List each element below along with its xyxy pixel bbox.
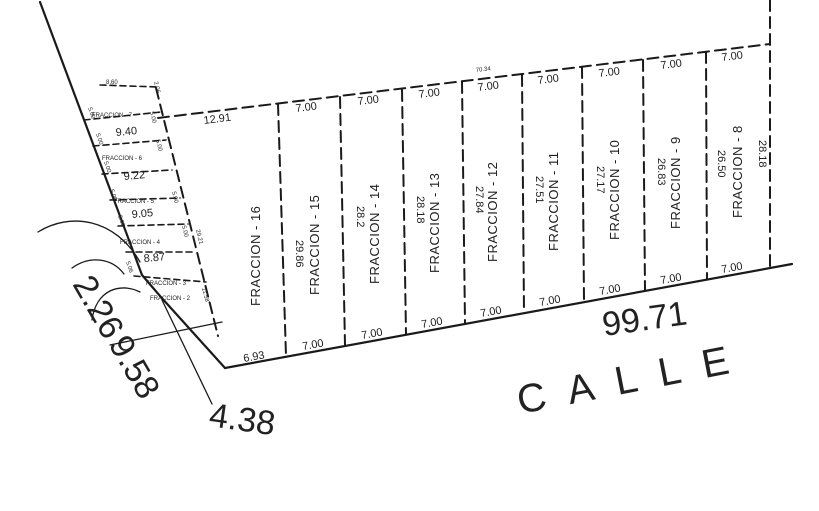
- small-lot-label: FRACCION - 5: [114, 199, 155, 205]
- lot-divider: [277, 103, 287, 357]
- small-lot-divider: [133, 275, 207, 283]
- lot-side-dim-14: 28.2: [354, 206, 366, 227]
- small-lot-divider: [92, 139, 167, 147]
- lot-name-11: FRACCION - 11: [546, 152, 561, 251]
- small-lot-label: FRACCION - 3: [146, 281, 187, 287]
- lot-name-16: FRACCION - 16: [248, 206, 263, 306]
- right-side-dim: 28.18: [756, 140, 768, 168]
- small-lot-width: 8.87: [143, 251, 165, 265]
- lot-bottom-dim-15: 7.00: [301, 337, 324, 353]
- small-lot-left-dim: 5.06: [124, 261, 134, 275]
- small-lot-label: FRACCION - 2: [150, 296, 191, 302]
- west-boundary-line: [38, 0, 227, 370]
- street-front-line: [223, 262, 794, 370]
- arc-dimension-2: 9.58: [101, 329, 167, 405]
- lot-divider: [581, 66, 585, 302]
- lot-top-dim-13: 7.00: [418, 86, 441, 101]
- lot-top-dim-16: 12.91: [203, 112, 232, 127]
- dimension-arc-small: [71, 259, 125, 275]
- small-lot-width: 8.60: [106, 80, 118, 86]
- lot-divider: [642, 59, 646, 291]
- lot-top-dim-10: 7.00: [598, 65, 621, 80]
- lot-divider: [401, 89, 407, 335]
- lot-name-9: FRACCION - 9: [668, 136, 683, 229]
- lot-side-dim-8: 26.50: [715, 150, 727, 178]
- small-lot-divider: [83, 111, 162, 121]
- lot-top-dim-15: 7.00: [295, 100, 318, 115]
- small-lot-right-dim: 5.00: [180, 225, 189, 238]
- small-lot-left-dim: 5.00: [116, 215, 126, 229]
- lot-bottom-dim-13: 7.00: [420, 315, 443, 331]
- lot-side-dim-13: 28.18: [414, 196, 426, 224]
- small-lot-right-dim: 5.00: [154, 139, 163, 152]
- lot-bottom-dim-14: 7.00: [360, 326, 383, 342]
- small-lot-right-dim: 5.00: [170, 191, 179, 204]
- dimension-arc-large: [37, 220, 141, 263]
- lot-name-13: FRACCION - 13: [427, 173, 442, 273]
- lot-side-dim-12: 27.84: [473, 186, 485, 214]
- arc-dimension-1: 2.26: [65, 269, 131, 345]
- lot-name-14: FRACCION - 14: [367, 184, 382, 284]
- small-lots-side-dim-2: 11.58: [200, 287, 210, 303]
- lot-divider: [521, 74, 525, 313]
- lot-side-dim-9: 26.83: [655, 158, 667, 186]
- small-lot-label: FRACCION - 4: [120, 240, 161, 246]
- lot-bottom-dim-12: 7.00: [479, 304, 502, 320]
- small-lot-width: 9.22: [123, 169, 145, 183]
- lot-side-dim-10: 27.17: [594, 166, 606, 194]
- small-lot-left-dim: 5.00: [94, 133, 104, 147]
- small-lot-right-dim: 5.00: [148, 111, 157, 124]
- small-lots-right-line: [155, 87, 219, 337]
- lot-bottom-dim-11: 7.00: [538, 293, 561, 309]
- lot-side-dim-11: 27.51: [533, 176, 545, 204]
- lot-top-dim-11: 7.00: [537, 72, 560, 87]
- dimension-arc-lower: [91, 287, 141, 321]
- small-lot-divider: [109, 197, 181, 201]
- lot-name-15: FRACCION - 15: [307, 195, 322, 295]
- small-lot-left-dim: 5.00: [102, 161, 112, 175]
- lot-name-12: FRACCION - 12: [485, 162, 500, 262]
- lot-divider: [705, 51, 708, 280]
- lot-bottom-dim-10: 7.00: [598, 282, 621, 298]
- front-dimension: 99.71: [600, 294, 690, 343]
- small-lot-label: FRACCION - 6: [102, 156, 143, 162]
- lot-bottom-dim-8: 7.00: [720, 260, 743, 276]
- small-lot-divider: [117, 223, 189, 227]
- small-lots-side-dim: 29.21: [194, 229, 204, 246]
- small-lot-width: 9.05: [131, 207, 153, 221]
- small-lot-divider: [101, 169, 173, 175]
- small-lot-left-dim: 5.00: [86, 107, 96, 121]
- small-lot-width: 9.40: [115, 125, 137, 139]
- north-boundary-line: [157, 43, 771, 119]
- lot-divider: [339, 96, 346, 346]
- small-lots-top-line: [99, 84, 159, 88]
- small-lots-corner-dim: 2.06: [152, 81, 161, 94]
- dimension-leader-cross: [109, 321, 223, 346]
- lot-side-dim-15: 29.86: [293, 240, 305, 268]
- lot-top-dim-12: 7.00: [477, 79, 500, 94]
- lot-top-dim-14: 7.00: [357, 93, 380, 108]
- small-lot-left-dim: 5.00: [108, 189, 118, 203]
- small-lot-label: FRACCION - 7: [92, 113, 133, 119]
- lot-top-dim-8: 7.00: [721, 49, 744, 64]
- lot-bottom-dim-9: 7.00: [659, 271, 682, 287]
- lot-top-dim-9: 7.00: [660, 57, 683, 72]
- top-boundary-total: 70.34: [476, 66, 492, 74]
- segment-dimension: 4.38: [207, 396, 278, 443]
- lot-name-8: FRACCION - 8: [730, 125, 745, 218]
- dimension-leader-diagonal: [161, 299, 213, 405]
- street-name: CALLE: [513, 334, 754, 422]
- lot-divider: [461, 81, 466, 324]
- lot-name-10: FRACCION - 10: [607, 140, 622, 240]
- lot-bottom-dim-16: 6.93: [242, 349, 265, 365]
